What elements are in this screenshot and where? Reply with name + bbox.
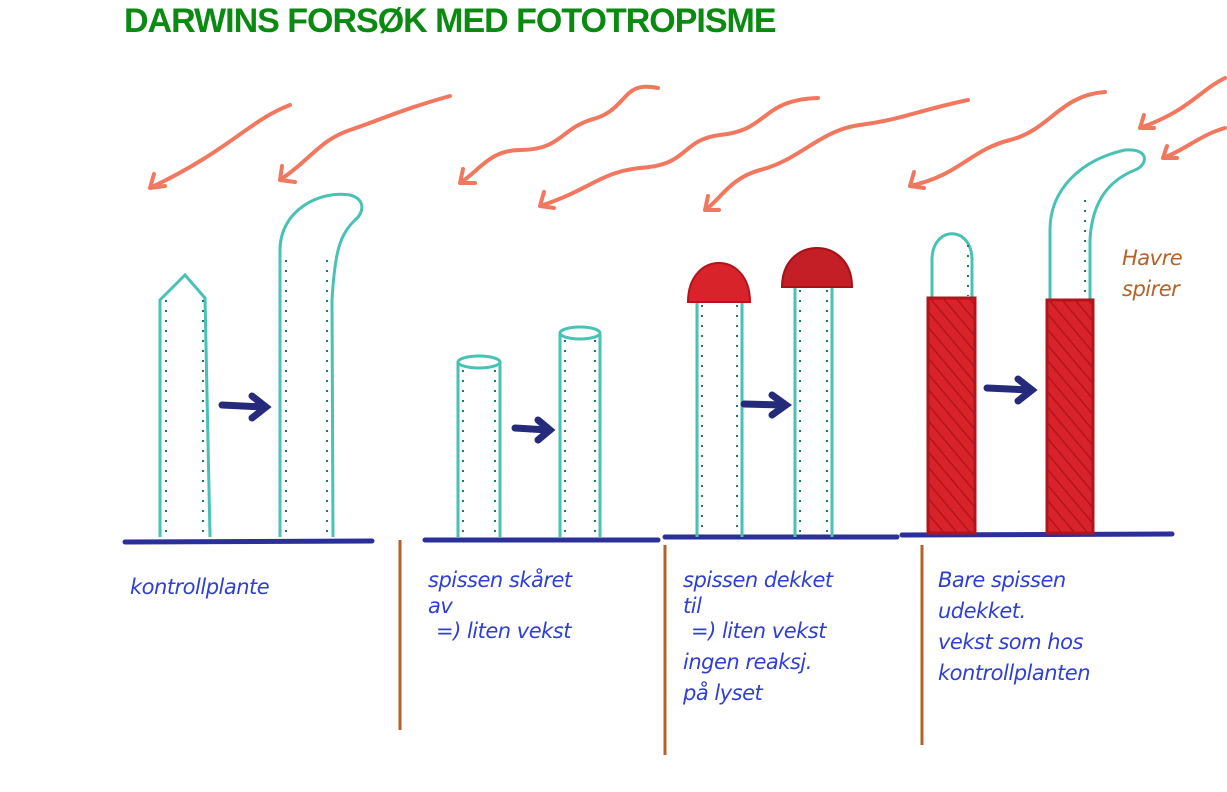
light-ray xyxy=(908,90,1107,190)
arrow-icon xyxy=(740,391,793,419)
plant-covered-before xyxy=(695,302,744,537)
cap xyxy=(780,247,854,288)
page-title: DARWINS FORSØK MED FOTOTROPISME xyxy=(124,2,777,40)
light-ray xyxy=(458,84,660,185)
label-line: av xyxy=(428,594,453,618)
light-ray xyxy=(703,98,970,212)
label-line: kontrollplanten xyxy=(938,661,1091,685)
label-line: på lyset xyxy=(683,681,763,705)
plant-control-after xyxy=(278,192,364,538)
arrow-icon xyxy=(218,392,272,422)
covered-base xyxy=(926,296,977,535)
cap xyxy=(686,262,752,303)
panel-label-covered: spissen dekket til =) liten vekst ingen … xyxy=(683,565,833,709)
ground-line xyxy=(899,531,1175,538)
label-line: til xyxy=(683,594,702,618)
panel-label-tip: Bare spissen udekket. vekst som hos kont… xyxy=(938,565,1091,689)
light-ray xyxy=(1161,126,1227,160)
panel-label-control: kontrollplante xyxy=(130,572,270,603)
label-line: spissen skåret xyxy=(428,568,572,592)
light-ray xyxy=(1138,76,1227,130)
plant-tip-after xyxy=(1048,148,1146,300)
light-ray xyxy=(148,103,292,190)
ground-line xyxy=(122,538,375,545)
light-ray xyxy=(278,94,452,184)
label-line: =) liten vekst xyxy=(691,619,826,643)
arrow-icon xyxy=(511,416,556,444)
side-note-line: Havre xyxy=(1122,246,1183,270)
label-line: ingen reaksj. xyxy=(683,650,812,674)
plant-tip-before xyxy=(930,232,974,298)
label-line: vekst som hos xyxy=(938,630,1083,654)
label-line: =) liten vekst xyxy=(436,619,571,643)
plant-covered-after xyxy=(793,286,834,537)
plant-cut-after xyxy=(558,333,602,537)
plant-cut-before xyxy=(456,362,502,537)
panel-label-cut: spissen skåret av =) liten vekst xyxy=(428,565,572,647)
side-note: Havre spirer xyxy=(1122,243,1183,305)
label-line: kontrollplante xyxy=(130,575,270,599)
plant-control-before xyxy=(158,272,212,538)
arrow-icon xyxy=(983,375,1038,405)
label-line: Bare spissen xyxy=(938,568,1066,592)
covered-base xyxy=(1045,298,1095,535)
label-line: spissen dekket xyxy=(683,568,833,592)
label-line: udekket. xyxy=(938,599,1026,623)
side-note-line: spirer xyxy=(1122,277,1180,301)
light-ray xyxy=(538,96,820,210)
